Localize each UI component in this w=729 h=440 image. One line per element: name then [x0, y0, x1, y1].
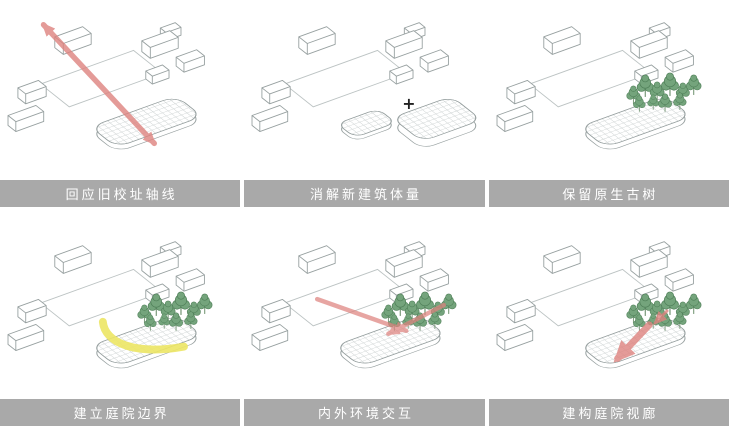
boundary-arc-icon [98, 317, 188, 354]
panel-boundary: 建立庭院边界 [0, 219, 241, 426]
plus-sign: + [403, 94, 416, 113]
boundary-diagram [7, 241, 240, 399]
panel-label: 建构庭院视廊 [488, 399, 729, 426]
panel-label: 内外环境交互 [244, 399, 485, 426]
corridor-arrow-icon [613, 309, 669, 363]
axis-diagram [7, 22, 205, 180]
trees-diagram [496, 22, 729, 180]
panel-massing: + 消解新建筑体量 [244, 0, 485, 207]
axis-arrow-icon [40, 22, 158, 147]
panel-corridor: 建构庭院视廊 [488, 219, 729, 426]
interaction-diagram [251, 241, 484, 399]
panel-label-text: 回应旧校址轴线 [65, 188, 178, 203]
panel-trees: 保留原生古树 [488, 0, 729, 207]
interaction-arrows-icon [315, 296, 447, 336]
panel-label: 回应旧校址轴线 [0, 180, 241, 207]
panel-interaction: 内外环境交互 [244, 219, 485, 426]
panel-label: 消解新建筑体量 [244, 180, 485, 207]
panel-label-text: 内外环境交互 [317, 407, 414, 422]
panel-label-text: 建立庭院边界 [73, 407, 170, 422]
panel-label-text: 保留原生古树 [562, 188, 659, 203]
panel-label: 保留原生古树 [488, 180, 729, 207]
panel-axis: 回应旧校址轴线 [0, 0, 241, 207]
panel-label: 建立庭院边界 [0, 399, 241, 426]
massing-diagram: + [251, 22, 479, 147]
panel-label-text: 消解新建筑体量 [309, 188, 422, 203]
split-building-small [339, 109, 395, 140]
corridor-diagram [496, 241, 729, 399]
panel-label-text: 建构庭院视廊 [562, 407, 659, 422]
split-building-large [394, 97, 479, 147]
